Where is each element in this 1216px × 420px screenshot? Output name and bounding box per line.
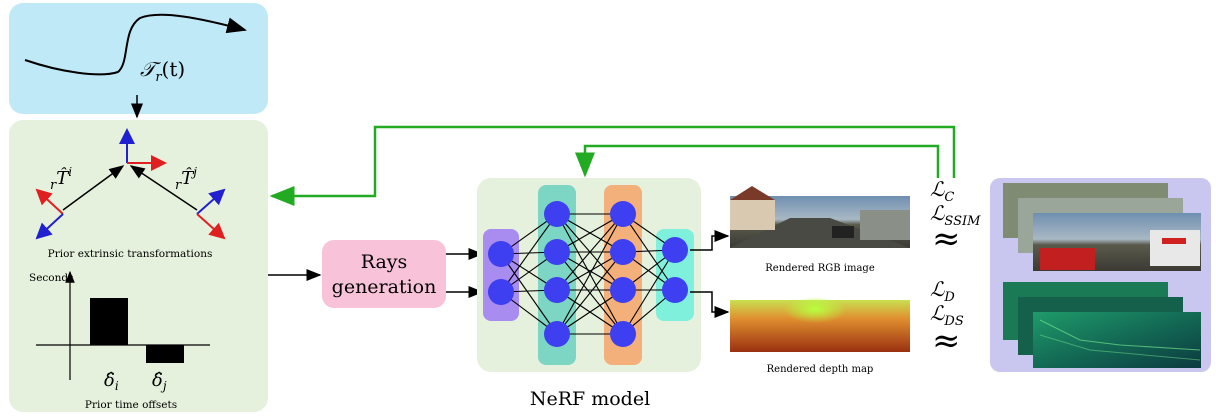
nn-edge — [500, 253, 558, 335]
output-to-rgb-arrow — [690, 230, 730, 251]
nn-edge — [556, 213, 624, 335]
transform-j-arrow — [129, 165, 198, 211]
nn-edge — [622, 213, 676, 291]
bar-delta-j — [146, 345, 184, 363]
loss-depth-label: ℒD — [930, 277, 955, 305]
nn-neuron-l1-n3 — [544, 321, 570, 347]
nn-neuron-l2-n3 — [610, 321, 636, 347]
trajectory-panel — [9, 3, 268, 114]
frame-j-icon — [196, 188, 226, 240]
extrinsics-caption: Prior extrinsic transformations — [48, 248, 213, 260]
nn-neuron-l1-n1 — [544, 239, 570, 265]
transform-j-label: rT̂j — [175, 165, 197, 193]
transform-i-arrow — [62, 165, 125, 211]
priors-panel — [9, 120, 268, 412]
loss-depth-smooth-label: ℒDS — [930, 301, 964, 329]
nn-edge — [556, 251, 624, 335]
frame-i-icon — [35, 188, 64, 240]
nn-neuron-l3-n1 — [662, 277, 688, 303]
feedback-to-priors-arrow — [269, 125, 956, 206]
rays-label-line1: Rays — [361, 251, 408, 273]
seconds-axis-label: Seconds — [29, 272, 73, 284]
nn-neuron-l3-n0 — [662, 237, 688, 263]
nn-neuron-l2-n1 — [610, 239, 636, 265]
feedback-to-nerf-arrow — [575, 144, 940, 178]
nn-neuron-l2-n0 — [610, 201, 636, 227]
nn-edge — [622, 249, 676, 335]
nn-edge — [556, 213, 624, 291]
nerf-caption: NeRF model — [530, 388, 650, 410]
nn-edge — [500, 213, 558, 293]
rendered-depth-map — [730, 298, 910, 352]
rendered-rgb-image — [730, 186, 910, 248]
nn-edge — [556, 289, 624, 335]
transform-i-label: rT̂i — [50, 165, 72, 193]
bar-delta-i — [90, 298, 128, 345]
nn-neuron-l0-n1 — [488, 279, 514, 305]
depth-caption: Rendered depth map — [767, 364, 874, 375]
loss-ssim-label: ℒSSIM — [930, 201, 981, 229]
trajectory-label: 𝒯r(t) — [140, 57, 185, 85]
trajectory-curve — [24, 13, 247, 76]
ground-truth-rgb-stack — [1003, 183, 1201, 271]
nn-neuron-l0-n0 — [488, 241, 514, 267]
rays-label-line2: generation — [332, 276, 437, 298]
approx-symbol-bottom: ≈ — [932, 321, 961, 361]
rays-generation-box — [322, 240, 446, 308]
hidden-layer-2 — [604, 185, 642, 365]
delta-i-label: δ̂i — [104, 370, 119, 393]
output-to-depth-arrow — [690, 291, 730, 318]
nn-neuron-l1-n2 — [544, 277, 570, 303]
rgb-caption: Rendered RGB image — [765, 263, 875, 274]
nn-neuron-l1-n0 — [544, 201, 570, 227]
approx-symbol-top: ≈ — [932, 219, 961, 259]
nn-neurons — [488, 201, 688, 347]
loss-color-label: ℒC — [930, 177, 954, 205]
nn-connections — [500, 213, 676, 335]
delta-j-label: δ̂j — [152, 370, 167, 393]
nn-neuron-l2-n2 — [610, 277, 636, 303]
reference-frame-icon — [119, 128, 167, 171]
ground-truth-depth-stack — [1003, 282, 1201, 368]
time-offsets-caption: Prior time offsets — [85, 399, 177, 411]
